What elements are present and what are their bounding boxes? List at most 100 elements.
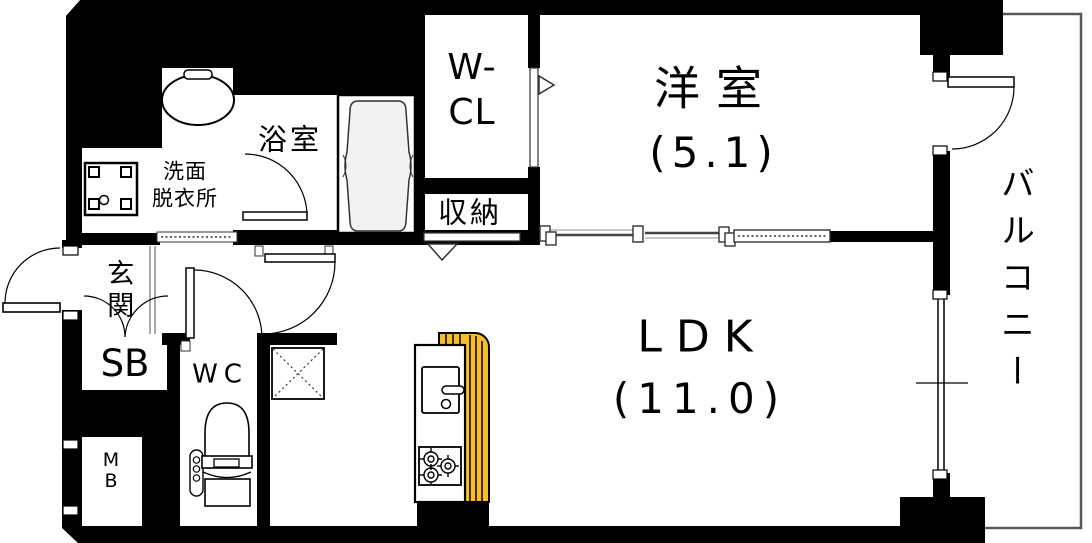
wcl-door [529, 67, 556, 168]
door-leaf [947, 76, 1015, 88]
toilet-icon [189, 402, 253, 507]
burner-center [427, 455, 435, 463]
door-leaf [185, 267, 195, 339]
washroom-line2: 脱衣所 [152, 187, 218, 211]
washer-corner [88, 166, 100, 178]
window-icon [916, 289, 968, 480]
tub-basin [344, 100, 412, 232]
room-label-shoe-box: SB [100, 341, 150, 385]
door-swing-arc [193, 269, 263, 339]
wall-segment [425, 178, 528, 194]
door-jamb [932, 145, 948, 156]
room-label-toilet: WC [192, 359, 248, 390]
tub-grip [409, 154, 414, 178]
window-jamb [932, 469, 948, 480]
mb-line1: M [102, 449, 120, 472]
balcony-door [932, 71, 1015, 156]
sliding-partition [539, 225, 831, 247]
shoe-box-doors [83, 295, 169, 338]
room-label-bathroom: 浴室 [257, 122, 323, 157]
wall-segment [933, 151, 950, 295]
room-label-bedroom: 洋室 [654, 61, 778, 116]
partition-node [545, 231, 557, 246]
mb-line2: B [104, 470, 118, 492]
balcony-railing [985, 12, 1083, 530]
door-leaf [2, 302, 61, 313]
kitchen-unit [413, 332, 490, 504]
wall-segment [66, 233, 160, 245]
window-jamb [932, 289, 948, 300]
wall-segment [66, 15, 162, 148]
door-panel [529, 67, 539, 168]
door-panel [423, 232, 521, 242]
door-swing-arc [951, 86, 1015, 150]
room-label-entrance: 玄関 [102, 259, 134, 323]
toilet-seat [201, 455, 253, 469]
toilet-button [192, 456, 201, 464]
wall-segment [62, 526, 985, 543]
wcl-line2: CL [448, 92, 496, 133]
burner-center [427, 471, 435, 479]
door-jamb [932, 71, 948, 82]
wall-segment [66, 0, 938, 15]
sink-drain [440, 398, 452, 410]
washbasin-icon [161, 69, 235, 126]
room-label-walk-in-closet: W-CL [447, 45, 496, 135]
wall-segment [417, 502, 489, 526]
wall-segment [162, 15, 243, 68]
refrigerator-space-icon [271, 347, 325, 400]
wall-segment [830, 231, 935, 242]
washer-corner [120, 166, 132, 178]
door-swing-arc [244, 153, 308, 217]
wall-segment [233, 15, 415, 95]
wc-door [180, 267, 263, 352]
stove-burner [437, 455, 459, 477]
door-swing-arc [4, 247, 61, 304]
wall-segment [528, 167, 540, 245]
room-label-ldk: LDK [637, 311, 767, 363]
door-jamb [254, 245, 264, 257]
wall-segment [257, 345, 270, 526]
door-jamb [62, 505, 79, 516]
door-direction-triangle [538, 74, 556, 96]
door-jamb [180, 340, 191, 352]
wall-segment [66, 148, 82, 248]
wall-corner-chamfer [61, 527, 78, 543]
toilet-base-curve [202, 471, 252, 479]
washing-machine-icon [83, 161, 139, 217]
washer-corner [120, 198, 132, 210]
toilet-button [192, 465, 201, 473]
door-swing-arc [124, 295, 169, 338]
walls [61, 0, 1003, 543]
sink-faucet [441, 385, 465, 395]
storage-door [423, 232, 521, 262]
bath-door [242, 153, 308, 221]
door-jamb [62, 310, 79, 321]
wall-segment [62, 310, 82, 526]
burner-center [444, 462, 452, 470]
door-swing-arc [83, 295, 126, 338]
wall-segment [257, 333, 337, 345]
partition-dotted-panel [733, 229, 831, 243]
basin-faucet [183, 69, 213, 80]
washroom-sliding-door [156, 231, 238, 243]
stove-burner [420, 464, 442, 484]
wall-segment [528, 15, 540, 68]
door-jamb [62, 439, 79, 450]
washer-drain [98, 194, 110, 206]
door-swing-arc [262, 261, 336, 335]
washroom-line1: 洗面 [163, 159, 207, 184]
wall-segment [142, 437, 180, 526]
bathtub-icon [336, 93, 417, 235]
tub-grip [342, 154, 347, 178]
washer-corner [88, 198, 100, 210]
basin-bowl [161, 74, 235, 126]
room-label-balcony: バルコニー [994, 165, 1035, 401]
wall-corner-chamfer [65, 0, 81, 17]
partition-node [632, 225, 644, 243]
toilet-button [192, 474, 201, 482]
counter-stripes [445, 334, 483, 501]
